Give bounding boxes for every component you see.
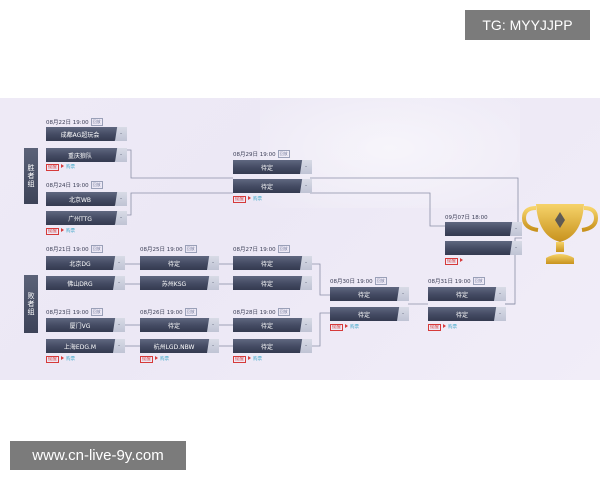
team-slot[interactable]: 待定 bbox=[428, 307, 506, 321]
score-box: - bbox=[115, 192, 127, 206]
score-box: - bbox=[207, 256, 219, 270]
score-box: - bbox=[207, 339, 219, 353]
score-box: - bbox=[300, 179, 312, 193]
watermark-top: TG: MYYJJPP bbox=[465, 10, 590, 40]
team-slot[interactable]: 杭州LGD.NBW bbox=[140, 339, 218, 353]
score-box: - bbox=[300, 160, 312, 174]
score-box: - bbox=[397, 307, 409, 321]
play-icon[interactable] bbox=[345, 324, 348, 328]
team-slot[interactable]: 待定 bbox=[140, 256, 218, 270]
team-slot[interactable]: 上海EDG.M bbox=[46, 339, 124, 353]
score-box: - bbox=[113, 276, 125, 290]
team-slot[interactable]: 广州TTG bbox=[46, 211, 124, 225]
trophy-icon bbox=[521, 204, 599, 264]
team-slot[interactable]: 待定 bbox=[233, 276, 311, 290]
score-box: - bbox=[207, 276, 219, 290]
team-slot[interactable]: 待定 bbox=[140, 318, 218, 332]
score-box: - bbox=[300, 339, 312, 353]
score-box: - bbox=[510, 222, 522, 236]
play-icon[interactable] bbox=[61, 228, 64, 232]
score-box: - bbox=[300, 318, 312, 332]
match-actions[interactable]: 提醒购票 bbox=[330, 324, 359, 331]
team-slot[interactable]: 待定 bbox=[428, 287, 506, 301]
team-slot[interactable]: 待定 bbox=[233, 179, 311, 193]
team-slot[interactable]: 重庆狼队 bbox=[46, 148, 124, 162]
match-actions[interactable]: 提醒购票 bbox=[233, 196, 262, 203]
score-box: - bbox=[300, 256, 312, 270]
team-slot[interactable]: 待定 bbox=[233, 318, 311, 332]
bracket-lines bbox=[124, 149, 522, 347]
match-actions[interactable]: 提醒购票 bbox=[428, 324, 457, 331]
team-slot[interactable]: 成都AG超玩会 bbox=[46, 127, 124, 141]
team-slot[interactable]: 待定 bbox=[330, 287, 408, 301]
match-actions[interactable]: 提醒 bbox=[445, 258, 463, 265]
score-box: - bbox=[113, 339, 125, 353]
match-actions[interactable]: 提醒购票 bbox=[46, 356, 75, 363]
score-box: - bbox=[494, 287, 506, 301]
score-box: - bbox=[494, 307, 506, 321]
play-icon[interactable] bbox=[460, 258, 463, 262]
score-box: - bbox=[115, 127, 127, 141]
team-slot[interactable]: 北京DG bbox=[46, 256, 124, 270]
score-box: - bbox=[115, 211, 127, 225]
play-icon[interactable] bbox=[443, 324, 446, 328]
play-icon[interactable] bbox=[248, 356, 251, 360]
winners-group-label: 胜者组 bbox=[24, 148, 38, 204]
team-slot[interactable]: 厦门VG bbox=[46, 318, 124, 332]
play-icon[interactable] bbox=[248, 196, 251, 200]
score-box: - bbox=[207, 318, 219, 332]
match-actions[interactable]: 提醒购票 bbox=[46, 164, 75, 171]
play-icon[interactable] bbox=[61, 164, 64, 168]
team-slot[interactable] bbox=[445, 222, 521, 236]
team-slot[interactable]: 待定 bbox=[233, 256, 311, 270]
team-slot[interactable]: 佛山DRG bbox=[46, 276, 124, 290]
team-slot[interactable]: 待定 bbox=[233, 339, 311, 353]
play-icon[interactable] bbox=[155, 356, 158, 360]
score-box: - bbox=[115, 148, 127, 162]
team-slot[interactable] bbox=[445, 241, 521, 255]
team-slot[interactable]: 待定 bbox=[330, 307, 408, 321]
play-icon[interactable] bbox=[61, 356, 64, 360]
losers-group-label: 败者组 bbox=[24, 275, 38, 333]
match-actions[interactable]: 提醒购票 bbox=[140, 356, 169, 363]
score-box: - bbox=[510, 241, 522, 255]
team-slot[interactable]: 待定 bbox=[233, 160, 311, 174]
match-actions[interactable]: 提醒购票 bbox=[233, 356, 262, 363]
match-actions[interactable]: 提醒购票 bbox=[46, 228, 75, 235]
score-box: - bbox=[113, 256, 125, 270]
team-slot[interactable]: 苏州KSG bbox=[140, 276, 218, 290]
score-box: - bbox=[397, 287, 409, 301]
score-box: - bbox=[113, 318, 125, 332]
watermark-bottom: www.cn-live-9y.com bbox=[10, 441, 186, 470]
match-date: 09月07日 18:00 bbox=[445, 215, 488, 221]
score-box: - bbox=[300, 276, 312, 290]
team-slot[interactable]: 北京WB bbox=[46, 192, 124, 206]
